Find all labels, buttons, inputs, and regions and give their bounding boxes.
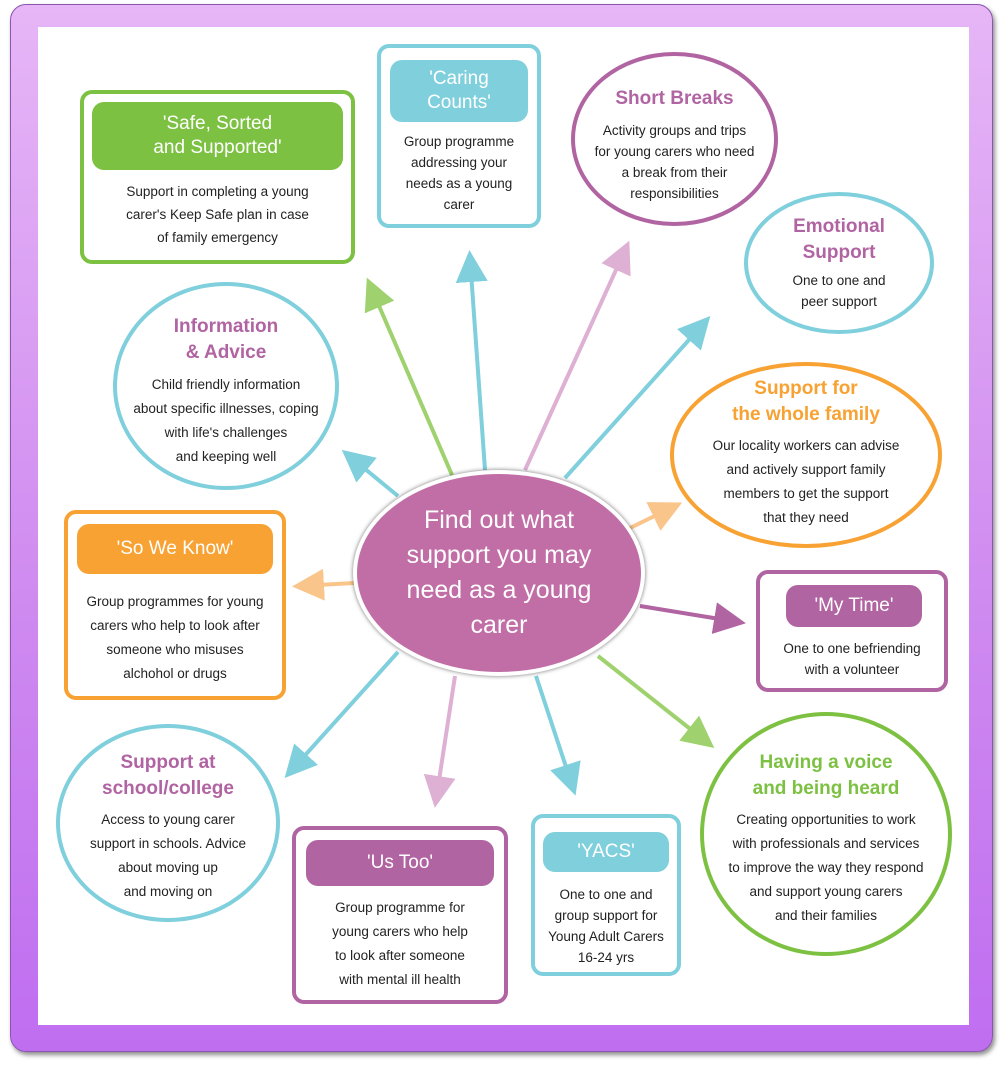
arrow-to-so-we-know (292, 568, 355, 601)
school-college-title: Support at school/college (102, 752, 234, 799)
arrow-to-yacs (534, 675, 581, 796)
us-too-title: 'Us Too' (306, 840, 494, 886)
school-college-node: Support at school/college Access to youn… (56, 724, 280, 922)
so-we-know-title: 'So We Know' (77, 524, 273, 574)
information-advice-node: Information & Advice Child friendly info… (113, 282, 339, 490)
so-we-know-body: Group programmes for young carers who he… (86, 594, 264, 681)
caring-counts-node: 'Caring Counts' Group programme addressi… (377, 44, 541, 228)
arrow-to-school-college (284, 650, 400, 778)
center-node: Find out what support you may need as a … (353, 470, 645, 676)
arrow-to-short-breaks (523, 240, 631, 471)
whole-family-title: Support for the whole family (732, 378, 880, 425)
emotional-support-body: One to one and peer support (792, 273, 886, 309)
safe-sorted-body: Support in completing a young carer's Ke… (126, 184, 309, 245)
voice-heard-body: Creating opportunities to work with prof… (728, 812, 924, 923)
caring-counts-body: Group programme addressing your needs as… (403, 134, 515, 212)
arrow-to-whole-family (629, 502, 683, 531)
us-too-body: Group programme for young carers who hel… (332, 900, 468, 987)
arrow-to-caring-counts (455, 250, 488, 471)
yacs-body: One to one and group support for Young A… (548, 887, 664, 965)
emotional-support-node: Emotional Support One to one and peer su… (744, 192, 934, 334)
emotional-support-title: Emotional Support (793, 216, 885, 263)
school-college-body: Access to young carer support in schools… (89, 812, 247, 899)
voice-heard-title: Having a voice and being heard (752, 752, 900, 799)
information-advice-title: Information & Advice (173, 316, 279, 363)
my-time-title: 'My Time' (786, 585, 922, 627)
arrow-to-information-advice (341, 449, 400, 498)
arrow-to-voice-heard (596, 654, 715, 748)
us-too-node: 'Us Too' Group programme for young carer… (292, 826, 508, 1004)
so-we-know-node: 'So We Know' Group programmes for young … (64, 510, 286, 700)
whole-family-node: Support for the whole family Our localit… (670, 362, 942, 548)
arrow-to-us-too (423, 675, 457, 808)
voice-heard-node: Having a voice and being heard Creating … (700, 712, 952, 956)
my-time-body: One to one befriending with a volunteer (783, 641, 921, 677)
arrow-to-safe-sorted (364, 277, 454, 476)
my-time-node: 'My Time' One to one befriending with a … (756, 570, 948, 692)
arrow-to-my-time (639, 602, 746, 634)
yacs-title: 'YACS' (543, 832, 669, 872)
information-advice-body: Child friendly information about specifi… (133, 377, 319, 464)
whole-family-body: Our locality workers can advise and acti… (712, 438, 900, 525)
yacs-node: 'YACS' One to one and group support for … (531, 814, 681, 976)
arrow-to-emotional-support (563, 316, 711, 480)
caring-counts-title: 'Caring Counts' (390, 60, 528, 122)
short-breaks-node: Short Breaks Activity groups and trips f… (571, 52, 778, 226)
safe-sorted-node: 'Safe, Sorted and Supported' Support in … (80, 90, 355, 264)
short-breaks-title: Short Breaks (615, 88, 734, 109)
safe-sorted-title: 'Safe, Sorted and Supported' (92, 102, 343, 170)
short-breaks-body: Activity groups and trips for young care… (594, 123, 755, 201)
